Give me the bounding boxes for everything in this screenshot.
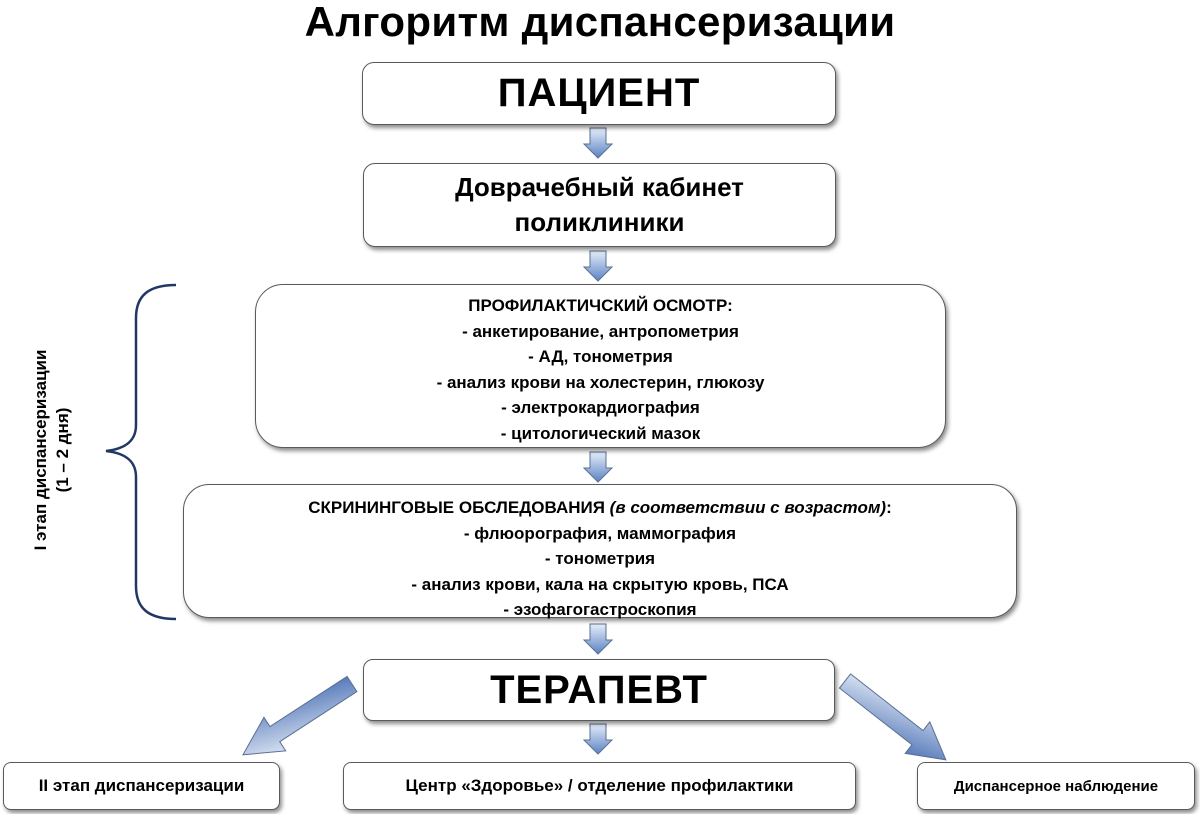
pre-doctor-box: Доврачебный кабинет поликлиники bbox=[363, 163, 836, 247]
outcome-health-center-box: Центр «Здоровье» / отделение профилактик… bbox=[343, 762, 856, 810]
pre-doctor-line: Доврачебный кабинет bbox=[455, 172, 744, 202]
arrow-down-left-icon bbox=[242, 675, 358, 756]
page-title: Алгоритм диспансеризации bbox=[304, 0, 896, 45]
list-item: - эзофагогастроскопия bbox=[503, 600, 697, 619]
arrow-down-icon bbox=[582, 723, 614, 755]
list-item: - анализ крови, кала на скрытую кровь, П… bbox=[411, 574, 789, 594]
list-item: - АД, тонометрия bbox=[528, 347, 673, 366]
pre-doctor-line: поликлиники bbox=[514, 207, 685, 237]
arrow-down-right-icon bbox=[838, 673, 947, 761]
patient-label: ПАЦИЕНТ bbox=[497, 71, 701, 115]
stage-brace bbox=[105, 283, 177, 621]
list-item: - анкетирование, антропометрия bbox=[462, 321, 739, 341]
outcome-stage-two-box: II этап диспансеризации bbox=[3, 762, 280, 810]
prophylactic-exam-box: ПРОФИЛАКТИЧСКИЙ ОСМОТР: - анкетирование,… bbox=[255, 284, 946, 448]
list-item: - электрокардиография bbox=[501, 398, 700, 417]
screening-box: СКРИНИНГОВЫЕ ОБСЛЕДОВАНИЯ (в соответстви… bbox=[183, 484, 1017, 619]
list-item: - тонометрия bbox=[544, 549, 656, 568]
outcome-dispensary-box: Диспансерное наблюдение bbox=[917, 762, 1195, 810]
prophylactic-heading: ПРОФИЛАКТИЧСКИЙ ОСМОТР: bbox=[468, 296, 733, 315]
list-item: - цитологический мазок bbox=[500, 423, 701, 443]
stage-label: I этап диспансеризации (1 – 2 дня) bbox=[31, 349, 72, 551]
list-item: - флюорография, маммография bbox=[463, 523, 737, 543]
arrow-down-icon bbox=[582, 250, 614, 282]
list-item: - анализ крови на холестерин, глюкозу bbox=[436, 372, 765, 392]
arrow-down-icon bbox=[582, 451, 614, 483]
arrow-down-icon bbox=[582, 623, 614, 655]
arrow-down-icon bbox=[582, 127, 614, 159]
screening-heading: СКРИНИНГОВЫЕ ОБСЛЕДОВАНИЯ (в соответстви… bbox=[308, 498, 892, 517]
therapist-box: ТЕРАПЕВТ bbox=[363, 659, 835, 721]
therapist-label: ТЕРАПЕВТ bbox=[490, 667, 708, 712]
patient-box: ПАЦИЕНТ bbox=[362, 62, 836, 125]
